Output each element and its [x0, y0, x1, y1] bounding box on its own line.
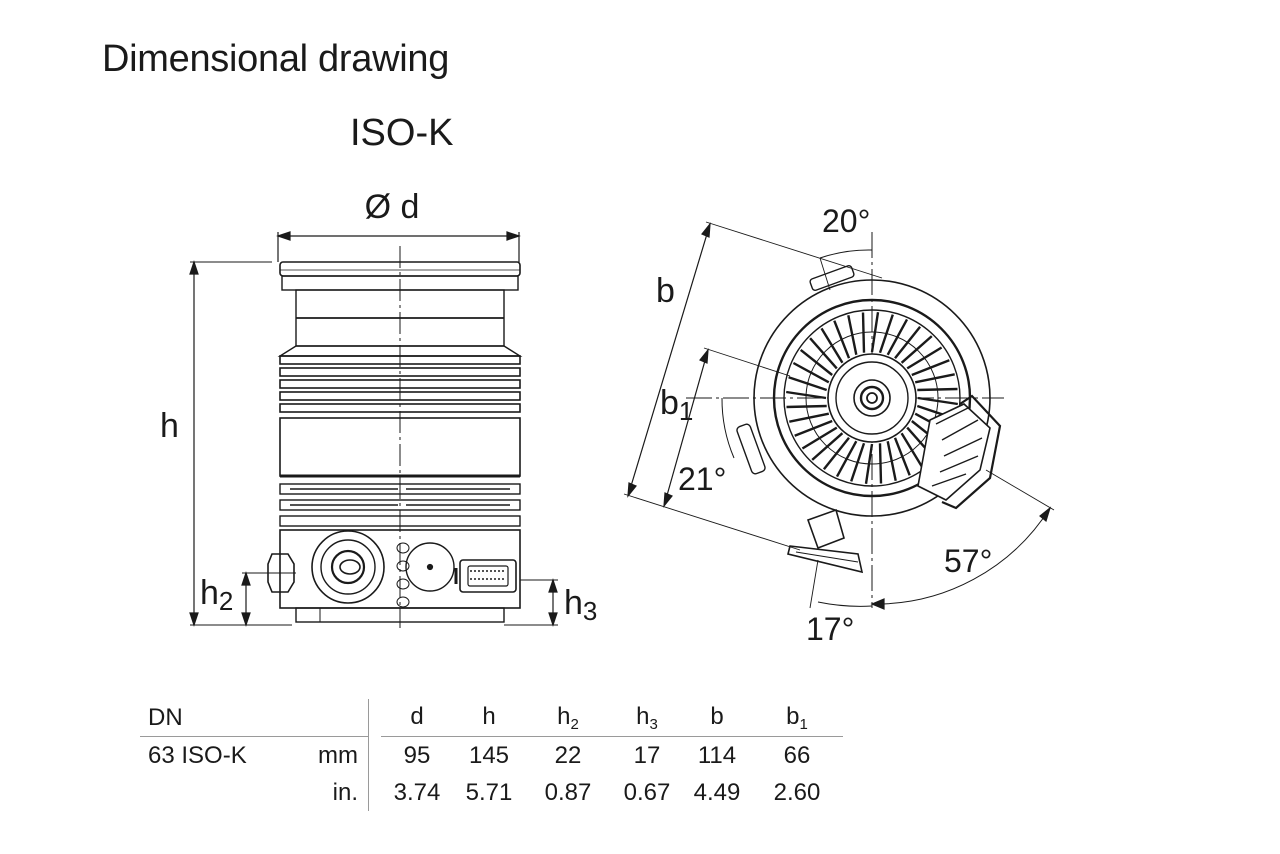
row-separator	[368, 736, 381, 774]
cell-h3: 0.67	[623, 778, 671, 806]
rotor-ring	[805, 331, 939, 465]
header-h2: h2	[525, 699, 611, 737]
header-dn: DN	[140, 699, 283, 737]
dimensions-table: DN d h h2 h3 b b1 63 ISO-K mm 95 145 22 …	[140, 699, 843, 811]
b1-label: b	[660, 384, 679, 422]
h2-subscript: 2	[219, 586, 233, 616]
cell-b1: 2.60	[773, 778, 821, 806]
height-label: h	[160, 407, 179, 445]
table-row: in. 3.74 5.71 0.87 0.67 4.49 2.60	[140, 774, 843, 811]
svg-text:b1: b1	[660, 384, 693, 426]
row-separator	[368, 774, 381, 811]
b-label: b	[656, 272, 675, 310]
angle-21-label: 21°	[678, 461, 726, 497]
svg-text:h2: h2	[200, 574, 233, 616]
h3-label: h	[564, 584, 583, 622]
cell-h2: 22	[554, 741, 582, 769]
dimensional-drawing: Ø d	[160, 188, 1055, 647]
header-b: b	[683, 699, 751, 737]
cell-b: 4.49	[693, 778, 741, 806]
cell-h3: 17	[633, 741, 661, 769]
cell-b1: 66	[783, 741, 811, 769]
h2-label: h	[200, 574, 219, 612]
angle-20-label: 20°	[822, 203, 870, 239]
svg-text:h3: h3	[564, 584, 597, 626]
h3-subscript: 3	[583, 596, 597, 626]
table-row: 63 ISO-K mm 95 145 22 17 114 66	[140, 736, 843, 774]
diameter-label: Ø d	[365, 188, 420, 226]
cell-d: 3.74	[393, 778, 441, 806]
flange-type-title: ISO-K	[350, 112, 454, 154]
cell-h: 5.71	[465, 778, 513, 806]
header-h: h	[453, 699, 525, 737]
cell-h2: 0.87	[544, 778, 592, 806]
cell-d: 95	[403, 741, 431, 769]
cell-b: 114	[697, 741, 737, 769]
header-b1: b1	[751, 699, 843, 737]
header-h3: h3	[611, 699, 683, 737]
page-title: Dimensional drawing	[102, 38, 450, 80]
row-unit: in.	[332, 778, 358, 806]
cell-h: 145	[468, 741, 510, 769]
row-label	[140, 774, 283, 811]
header-separator	[368, 699, 381, 737]
row-unit: mm	[318, 741, 358, 769]
side-view: Ø d	[160, 188, 597, 628]
top-view: b b1 20° 21° 57° 17°	[623, 203, 1055, 647]
angle-57-label: 57°	[944, 543, 992, 579]
b1-subscript: 1	[679, 396, 693, 426]
angle-17-label: 17°	[806, 611, 854, 647]
header-unit	[283, 699, 369, 737]
row-label: 63 ISO-K	[148, 741, 247, 769]
table-header-row: DN d h h2 h3 b b1	[140, 699, 843, 737]
header-d: d	[381, 699, 453, 737]
